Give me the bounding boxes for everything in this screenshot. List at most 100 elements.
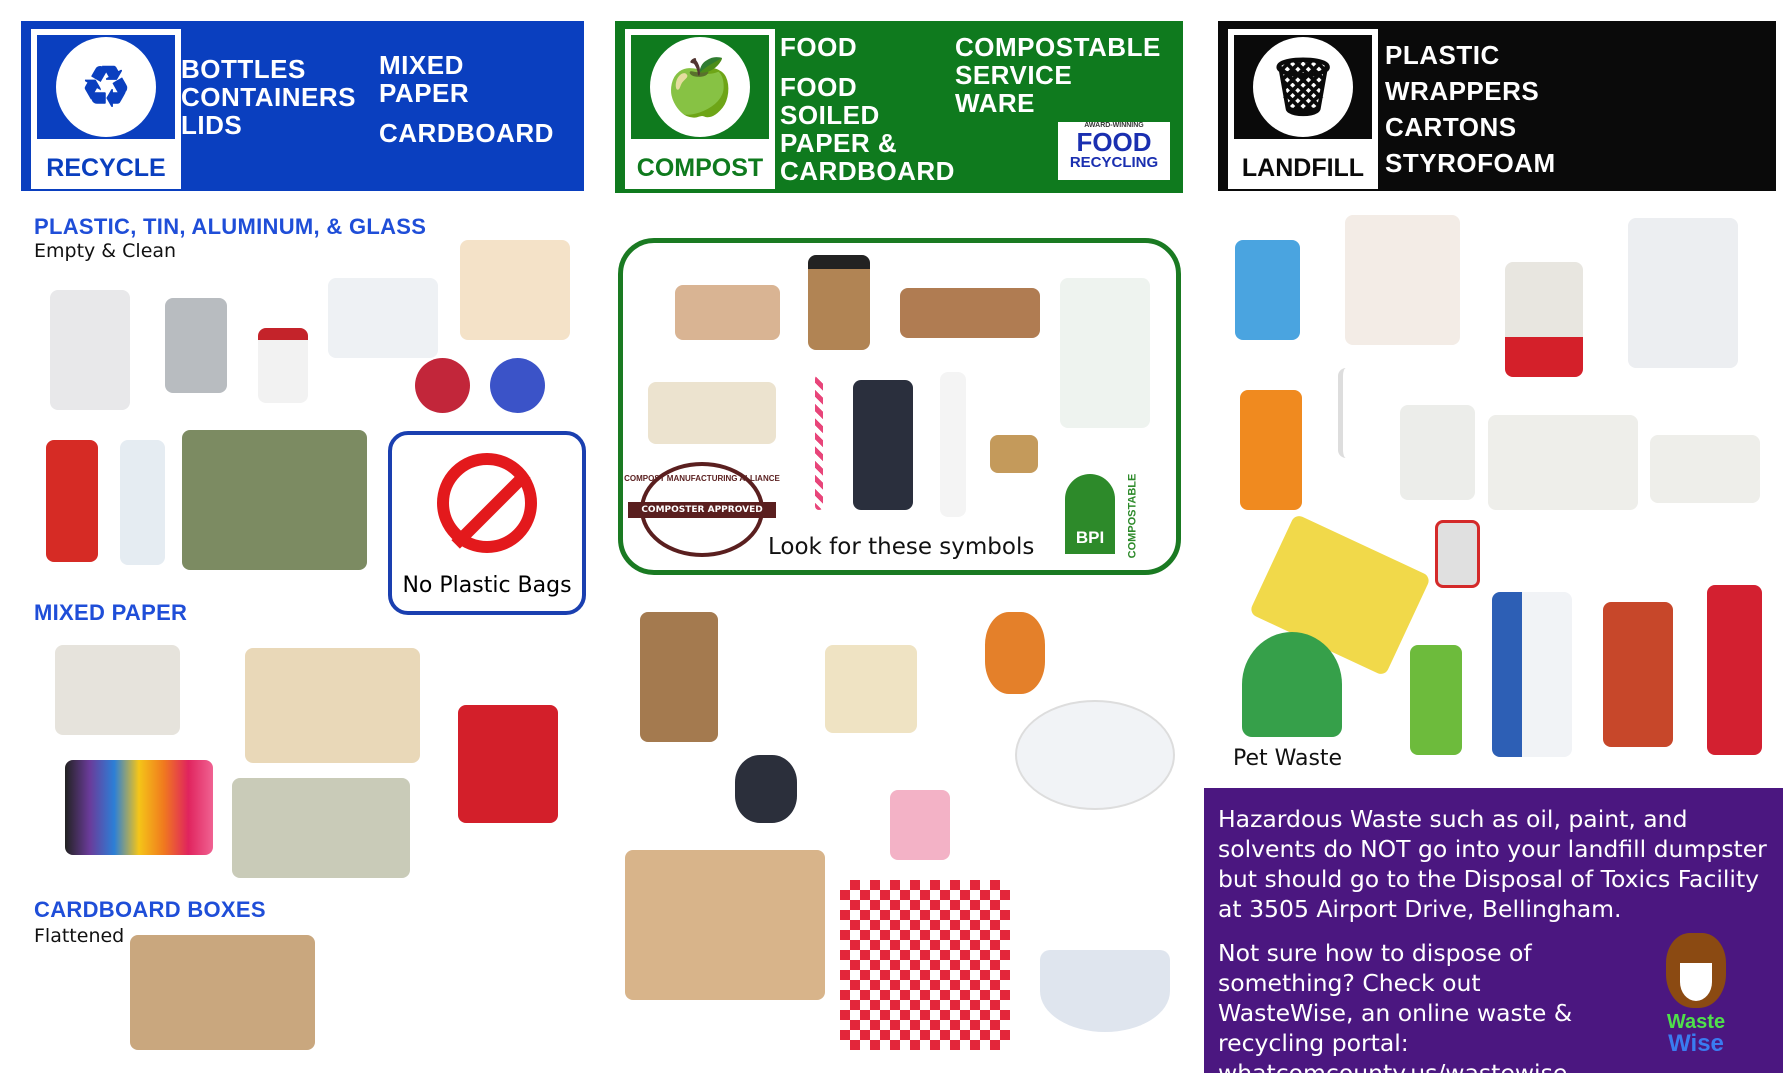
hazard-text: Hazardous Waste such as oil, paint, and … xyxy=(1218,805,1767,923)
mixed-paper-heading: MIXED PAPER xyxy=(34,600,188,625)
food-plus-logo: AWARD-WINNING FOOD RECYCLING xyxy=(1058,122,1170,180)
wastewise-logo: Waste Wise xyxy=(1656,933,1736,1056)
cup-noodles-image xyxy=(1505,262,1583,377)
foam-cup-image xyxy=(1400,405,1475,500)
compost-item: PAPER & xyxy=(780,128,898,158)
milk-jug-image xyxy=(50,290,130,410)
landfill-badge: 🗑 LANDFILL xyxy=(1228,29,1378,189)
magazines-image xyxy=(232,778,410,878)
paper-bag-image xyxy=(640,612,718,742)
recycle-item: CARDBOARD xyxy=(379,118,554,148)
trash-can-icon: 🗑 xyxy=(1253,37,1353,137)
landfill-label: LANDFILL xyxy=(1241,154,1365,182)
landfill-header: 🗑 LANDFILL PLASTIC WRAPPERS CARTONS STYR… xyxy=(1218,21,1776,191)
landfill-item: STYROFOAM xyxy=(1385,148,1556,178)
tin-can-image xyxy=(165,298,227,393)
portion-cup-image xyxy=(990,435,1038,473)
napkin-image xyxy=(825,645,917,733)
compost-item: COMPOSTABLE xyxy=(955,32,1161,62)
compost-badge: 🍏 COMPOST xyxy=(625,29,775,189)
colored-paper-image xyxy=(65,760,213,855)
soda-can-image xyxy=(46,440,98,562)
compost-item: FOOD xyxy=(780,72,858,102)
coffee-cup-image xyxy=(808,255,870,350)
yogurt-cups-image xyxy=(460,240,570,340)
clamshell-image xyxy=(328,278,438,358)
compost-item: CARDBOARD xyxy=(780,156,955,186)
no-bags-label: No Plastic Bags xyxy=(402,573,572,598)
food-basket-image xyxy=(840,880,1010,1050)
apple-core-icon: 🍏 xyxy=(650,37,750,137)
juice-carton-image xyxy=(1410,645,1462,755)
cardboard-subtitle: Flattened xyxy=(34,925,125,947)
owl-icon xyxy=(1666,933,1726,1008)
recycle-item: BOTTLES xyxy=(181,54,306,84)
landfill-item: PLASTIC xyxy=(1385,40,1500,70)
compost-item: FOOD xyxy=(780,32,858,62)
recycle-icon: ♻ xyxy=(56,37,156,137)
recycle-item: CONTAINERS xyxy=(181,82,356,112)
compost-header: 🍏 COMPOST FOOD FOOD SOILED PAPER & CARDB… xyxy=(615,21,1183,193)
compost-item: SERVICE xyxy=(955,60,1073,90)
bowl-image xyxy=(675,285,780,340)
food-pouch-image xyxy=(1240,390,1302,510)
cracker-box-image xyxy=(458,705,558,823)
pet-waste-label: Pet Waste xyxy=(1233,746,1343,771)
cardboard-boxes-image xyxy=(130,935,315,1050)
landfill-item: CARTONS xyxy=(1385,112,1517,142)
no-bags-icon xyxy=(437,453,537,553)
soup-carton-image xyxy=(1603,602,1673,747)
recycle-header: ♻ RECYCLE BOTTLES CONTAINERS LIDS MIXED … xyxy=(21,21,584,191)
chip-can-image xyxy=(1707,585,1762,755)
composter-approved-seal: COMPOSTER APPROVED xyxy=(628,462,776,557)
bpi-compostable-text: COMPOSTABLE xyxy=(1126,473,1139,559)
lid-image xyxy=(415,358,470,413)
containers-subtitle: Empty & Clean xyxy=(34,240,177,262)
apple-core-image xyxy=(985,612,1045,694)
foam-clamshell-image xyxy=(1488,415,1638,510)
wrapped-straw-image xyxy=(940,372,966,517)
plastic-straws-image xyxy=(1338,368,1393,458)
compost-symbols-box xyxy=(618,238,1181,575)
glass-jar-image xyxy=(258,328,308,403)
ketchup-packet-image xyxy=(1435,520,1480,588)
compost-label: COMPOST xyxy=(636,154,764,182)
water-bottle-image xyxy=(120,440,165,565)
composter-approved-text: COMPOSTER APPROVED xyxy=(628,502,776,518)
coffee-filter-image xyxy=(1040,950,1170,1032)
recycle-item: LIDS xyxy=(181,110,243,140)
pizza-box-image xyxy=(625,850,825,1000)
sugar-packets-image xyxy=(890,790,950,860)
cma-ring-text: COMPOST MANUFACTURING ALLIANCE xyxy=(624,474,780,483)
shells-image xyxy=(735,755,797,823)
mail-papers-image xyxy=(245,648,420,763)
paper-plates-image xyxy=(1015,700,1175,810)
compost-item: WARE xyxy=(955,88,1035,118)
recycle-item: MIXED xyxy=(379,50,464,80)
bpi-logo: BPI xyxy=(1065,474,1115,554)
pet-waste-bag-image xyxy=(1242,632,1342,737)
cardboard-heading: CARDBOARD BOXES xyxy=(34,897,266,922)
juice-pouch-image xyxy=(1235,240,1300,340)
cutlery-image xyxy=(853,380,913,510)
glass-bottles-image xyxy=(182,430,367,570)
symbols-caption: Look for these symbols xyxy=(768,534,1035,560)
newspaper-image xyxy=(55,645,180,735)
plastic-bag-image xyxy=(1628,218,1738,368)
clear-cup-image xyxy=(1060,278,1150,428)
landfill-item: WRAPPERS xyxy=(1385,76,1540,106)
no-plastic-bags-box: No Plastic Bags xyxy=(388,431,586,615)
milk-carton-image xyxy=(1492,592,1572,757)
containers-heading: PLASTIC, TIN, ALUMINUM, & GLASS xyxy=(34,214,427,239)
foam-clamshell-small-image xyxy=(1650,435,1760,503)
straw-image xyxy=(815,375,823,510)
lid-image xyxy=(490,358,545,413)
wastewise-text: Not sure how to dispose of something? Ch… xyxy=(1218,939,1573,1087)
recycle-badge: ♻ RECYCLE xyxy=(31,29,181,189)
recycle-item: PAPER xyxy=(379,78,470,108)
hazardous-waste-info: Hazardous Waste such as oil, paint, and … xyxy=(1204,788,1783,1087)
clamshell-image xyxy=(648,382,776,444)
takeout-box-image xyxy=(1345,215,1460,345)
recycle-label: RECYCLE xyxy=(46,154,166,182)
food-tray-image xyxy=(900,288,1040,338)
